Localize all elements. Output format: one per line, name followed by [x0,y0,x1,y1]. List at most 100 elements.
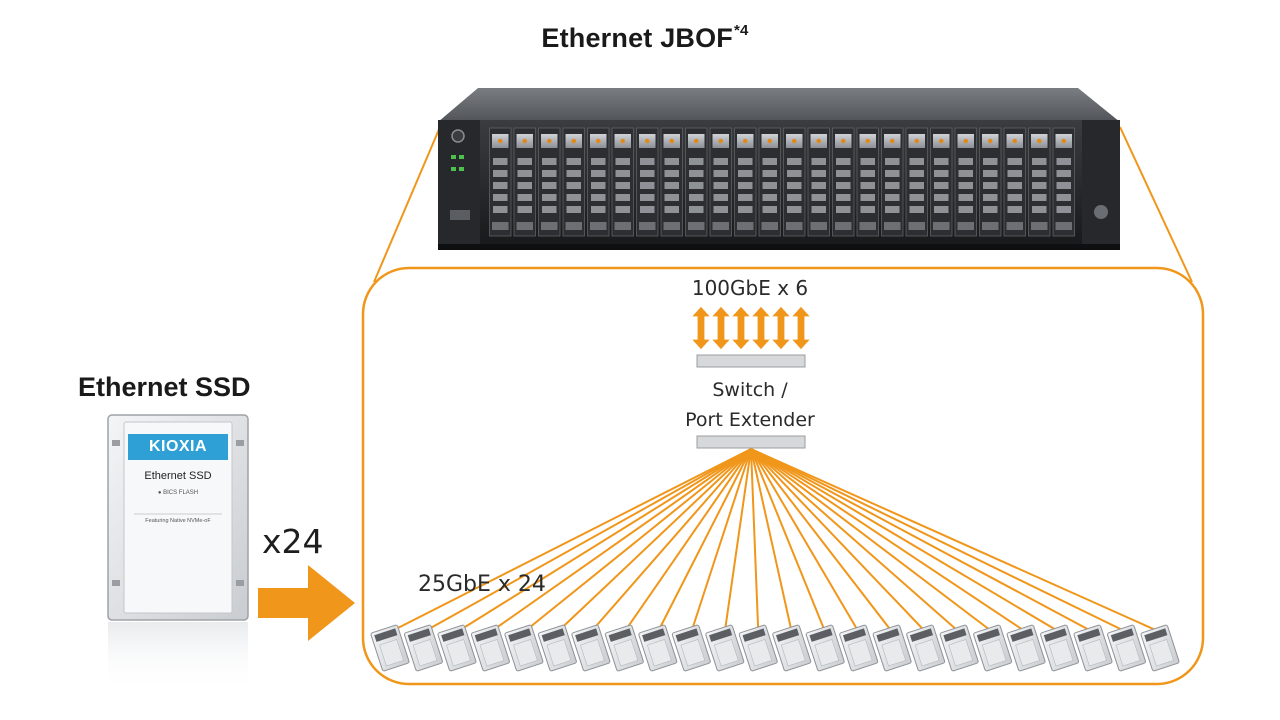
ssd-card-brand: KIOXIA [148,438,208,455]
ethernet-ssd-drive-icon [705,624,745,672]
ethernet-ssd-drive-icon [504,624,544,672]
jbof-drive-bay [1003,127,1026,237]
switch-label-line2: Port Extender [685,409,815,431]
switch-top-bar [696,354,806,368]
uplink-arrow-icon [690,305,712,351]
downlink-line [523,448,752,633]
multiplier-label: x24 [262,522,324,561]
big-arrow-icon [258,565,355,641]
vendor-logo-icon [1094,205,1108,219]
jbof-drive-bay [562,127,585,237]
uplink-arrow-icon [750,305,772,351]
power-button-icon [451,129,465,143]
downlink-line [723,448,752,633]
jbof-drive-bay [979,127,1002,237]
jbof-drive-bay [489,127,512,237]
ssd-title: Ethernet SSD [78,372,251,402]
ssd-card-sub: ● BICS FLASH [157,490,199,496]
ethernet-ssd-drive-icon [370,624,410,672]
downlink-label: 25GbE x 24 [418,572,546,597]
downlink-line [456,448,752,633]
switch-label: Switch / Port Extender [640,375,860,435]
uplink-arrow-icon [770,305,792,351]
switch-label-line1: Switch / [712,379,788,401]
jbof-drive-bay [660,127,683,237]
ssd-reflection [108,622,248,692]
downlink-line [489,448,752,633]
jbof-drive-bay [636,127,659,237]
downlink-line [556,448,752,633]
jbof-drive-bay [783,127,806,237]
jbof-drive-bay [856,127,879,237]
ethernet-ssd-drive-icon [973,624,1013,672]
ssd-card-image [107,414,249,692]
downlink-line [750,448,1127,633]
ethernet-ssd-drive-icon [437,624,477,672]
jbof-drive-bay [538,127,561,237]
downlink-line [750,448,1094,633]
jbof-drive-bay [758,127,781,237]
uplink-arrow-icon [710,305,732,351]
downlink-lines [389,448,1161,633]
jbof-drive-bay [611,127,634,237]
uplink-arrow-icon [730,305,752,351]
jbof-right-ear [1082,120,1120,244]
jbof-chassis-image [438,88,1120,250]
ethernet-ssd-drive-icon [805,624,845,672]
ethernet-ssd-drive-icon [939,624,979,672]
ethernet-ssd-drive-icon [1073,624,1113,672]
jbof-drive-bay [832,127,855,237]
jbof-drive-bay [881,127,904,237]
callout-line-right [1119,126,1193,283]
switch-bottom-bar [696,435,806,449]
jbof-title: Ethernet JBOF*4 [0,22,1280,54]
ethernet-ssd-drive-icon [638,624,678,672]
jbof-drive-bay [685,127,708,237]
kioxia-logo-band [128,434,228,460]
jbof-drive-bay [709,127,732,237]
jbof-drive-bay [930,127,953,237]
ethernet-ssd-drive-icon [571,624,611,672]
ethernet-ssd-drive-icon [1140,624,1180,672]
downlink-line [750,448,1027,633]
uplink-arrows [690,305,812,351]
downlink-line [422,448,752,633]
jbof-title-footnote: *4 [734,22,749,39]
jbof-drive-bay [807,127,830,237]
downlink-line [750,448,793,633]
jbof-drive-bay [1052,127,1075,237]
ethernet-ssd-drive-icon [404,624,443,672]
zoom-callout-box [361,266,1205,686]
downlink-line [389,448,752,633]
downlink-line [750,448,1061,633]
ethernet-ssd-drive-icon [906,624,946,672]
ssd-card-product: Ethernet SSD [144,470,212,482]
ethernet-ssd-drive-icon [772,624,812,672]
ethernet-ssd-drive-row [370,624,1180,672]
ssd-card-tagline: Featuring Native NVMe-oF [145,518,211,524]
ethernet-ssd-drive-icon [1040,624,1080,672]
downlink-line [656,448,752,633]
downlink-line [623,448,752,633]
jbof-drive-bay [587,127,610,237]
ethernet-ssd-drive-icon [671,624,711,672]
uplink-arrow-icon [790,305,812,351]
uplink-label: 100GbE x 6 [691,276,809,300]
ethernet-ssd-drive-icon [738,624,778,672]
ethernet-ssd-drive-icon [470,624,510,672]
callout-line-left [373,126,441,283]
jbof-drive-bay [1028,127,1051,237]
ethernet-ssd-drive-icon [537,624,577,672]
ethernet-ssd-drive-icon [839,624,879,672]
downlink-line [590,448,752,633]
downlink-line [750,448,760,633]
jbof-title-text: Ethernet JBOF [541,23,734,53]
downlink-line [750,448,860,633]
ethernet-ssd-drive-icon [604,624,644,672]
ethernet-ssd-drive-icon [1107,624,1146,672]
downlink-line [690,448,752,633]
ethernet-ssd-drive-icon [1006,624,1046,672]
downlink-line [750,448,827,633]
downlink-line [750,448,960,633]
